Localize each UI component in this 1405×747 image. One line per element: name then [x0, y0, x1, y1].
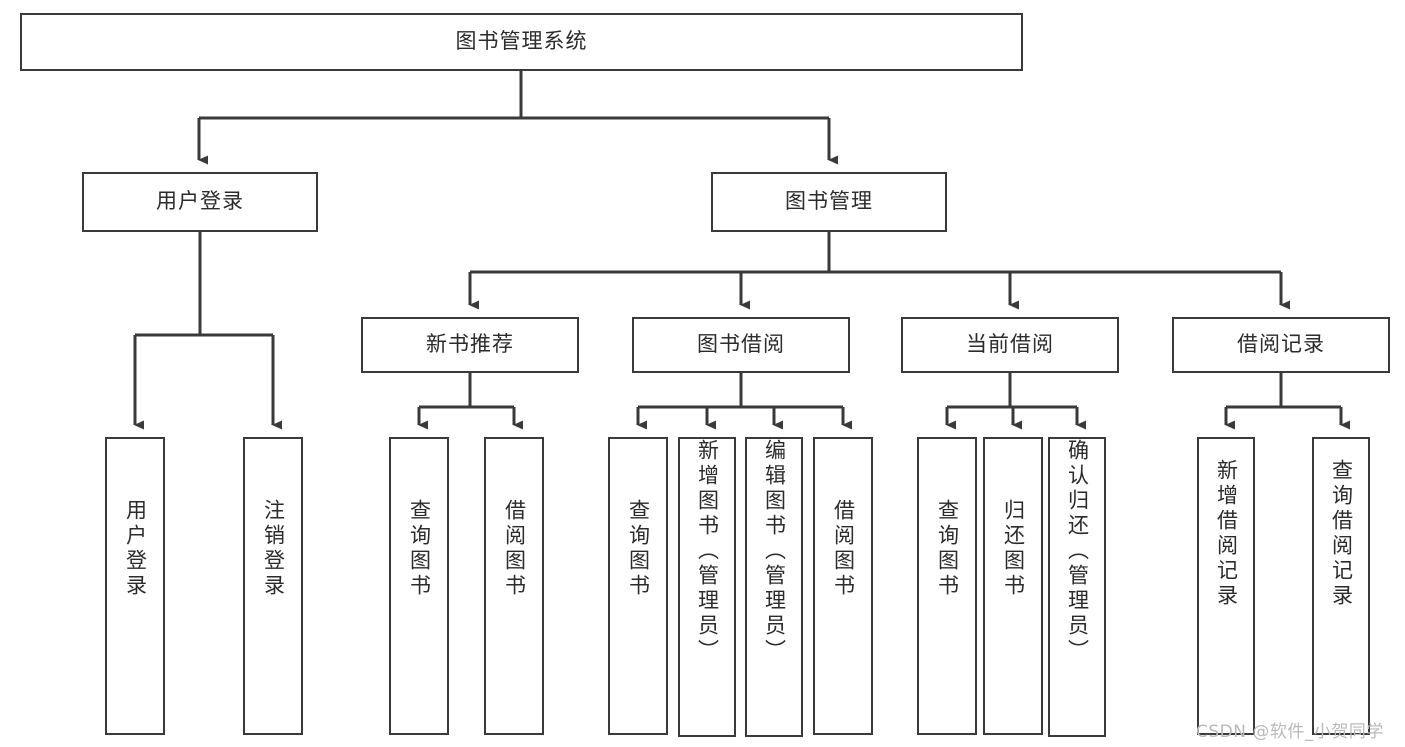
node-leaf-query-book-borrow[interactable]: 查询图书 [608, 437, 668, 735]
node-root-label: 图书管理系统 [455, 29, 588, 54]
node-new-book-recommend-label: 新书推荐 [426, 332, 514, 357]
csdn-watermark: CSDN @软件_小贺同学 [1196, 722, 1384, 742]
node-user-login[interactable]: 用户登录 [82, 172, 318, 232]
node-leaf-confirm-return-admin-label: 确认归还（管理员） [1065, 439, 1090, 664]
node-root[interactable]: 图书管理系统 [20, 13, 1023, 71]
node-leaf-return-book[interactable]: 归还图书 [983, 437, 1043, 735]
node-book-manage[interactable]: 图书管理 [711, 172, 947, 232]
node-leaf-edit-book-admin-label: 编辑图书（管理员） [762, 439, 787, 664]
node-leaf-borrow-book-recommend[interactable]: 借阅图书 [484, 437, 544, 735]
node-user-login-label: 用户登录 [156, 189, 244, 214]
node-leaf-logout[interactable]: 注销登录 [243, 437, 303, 735]
node-leaf-query-book-recommend-label: 查询图书 [407, 499, 432, 599]
node-book-borrow[interactable]: 图书借阅 [632, 317, 850, 373]
node-leaf-confirm-return-admin[interactable]: 确认归还（管理员） [1048, 437, 1106, 737]
node-leaf-query-book-borrow-label: 查询图书 [626, 499, 651, 599]
node-leaf-add-borrow-record[interactable]: 新增借阅记录 [1197, 437, 1255, 735]
node-leaf-query-book-current[interactable]: 查询图书 [917, 437, 977, 735]
node-book-borrow-label: 图书借阅 [697, 332, 785, 357]
node-leaf-add-book-admin-label: 新增图书（管理员） [695, 439, 720, 664]
node-leaf-borrow-book-recommend-label: 借阅图书 [502, 499, 527, 599]
node-current-borrow-label: 当前借阅 [966, 332, 1054, 357]
node-leaf-add-borrow-record-label: 新增借阅记录 [1214, 459, 1239, 609]
node-leaf-borrow-book-borrow-label: 借阅图书 [831, 499, 856, 599]
node-leaf-logout-label: 注销登录 [261, 499, 286, 599]
node-book-manage-label: 图书管理 [785, 189, 873, 214]
node-leaf-borrow-book-borrow[interactable]: 借阅图书 [813, 437, 873, 735]
node-leaf-query-book-recommend[interactable]: 查询图书 [389, 437, 449, 735]
node-leaf-return-book-label: 归还图书 [1001, 499, 1026, 599]
node-current-borrow[interactable]: 当前借阅 [901, 317, 1119, 373]
node-borrow-record[interactable]: 借阅记录 [1172, 317, 1390, 373]
node-leaf-add-book-admin[interactable]: 新增图书（管理员） [678, 437, 736, 737]
node-leaf-query-book-current-label: 查询图书 [935, 499, 960, 599]
node-leaf-query-borrow-record-label: 查询借阅记录 [1329, 459, 1354, 609]
node-leaf-user-login-label: 用户登录 [123, 499, 148, 599]
node-leaf-edit-book-admin[interactable]: 编辑图书（管理员） [745, 437, 803, 737]
node-new-book-recommend[interactable]: 新书推荐 [361, 317, 579, 373]
node-leaf-user-login[interactable]: 用户登录 [105, 437, 165, 735]
node-borrow-record-label: 借阅记录 [1237, 332, 1325, 357]
node-leaf-query-borrow-record[interactable]: 查询借阅记录 [1312, 437, 1370, 735]
